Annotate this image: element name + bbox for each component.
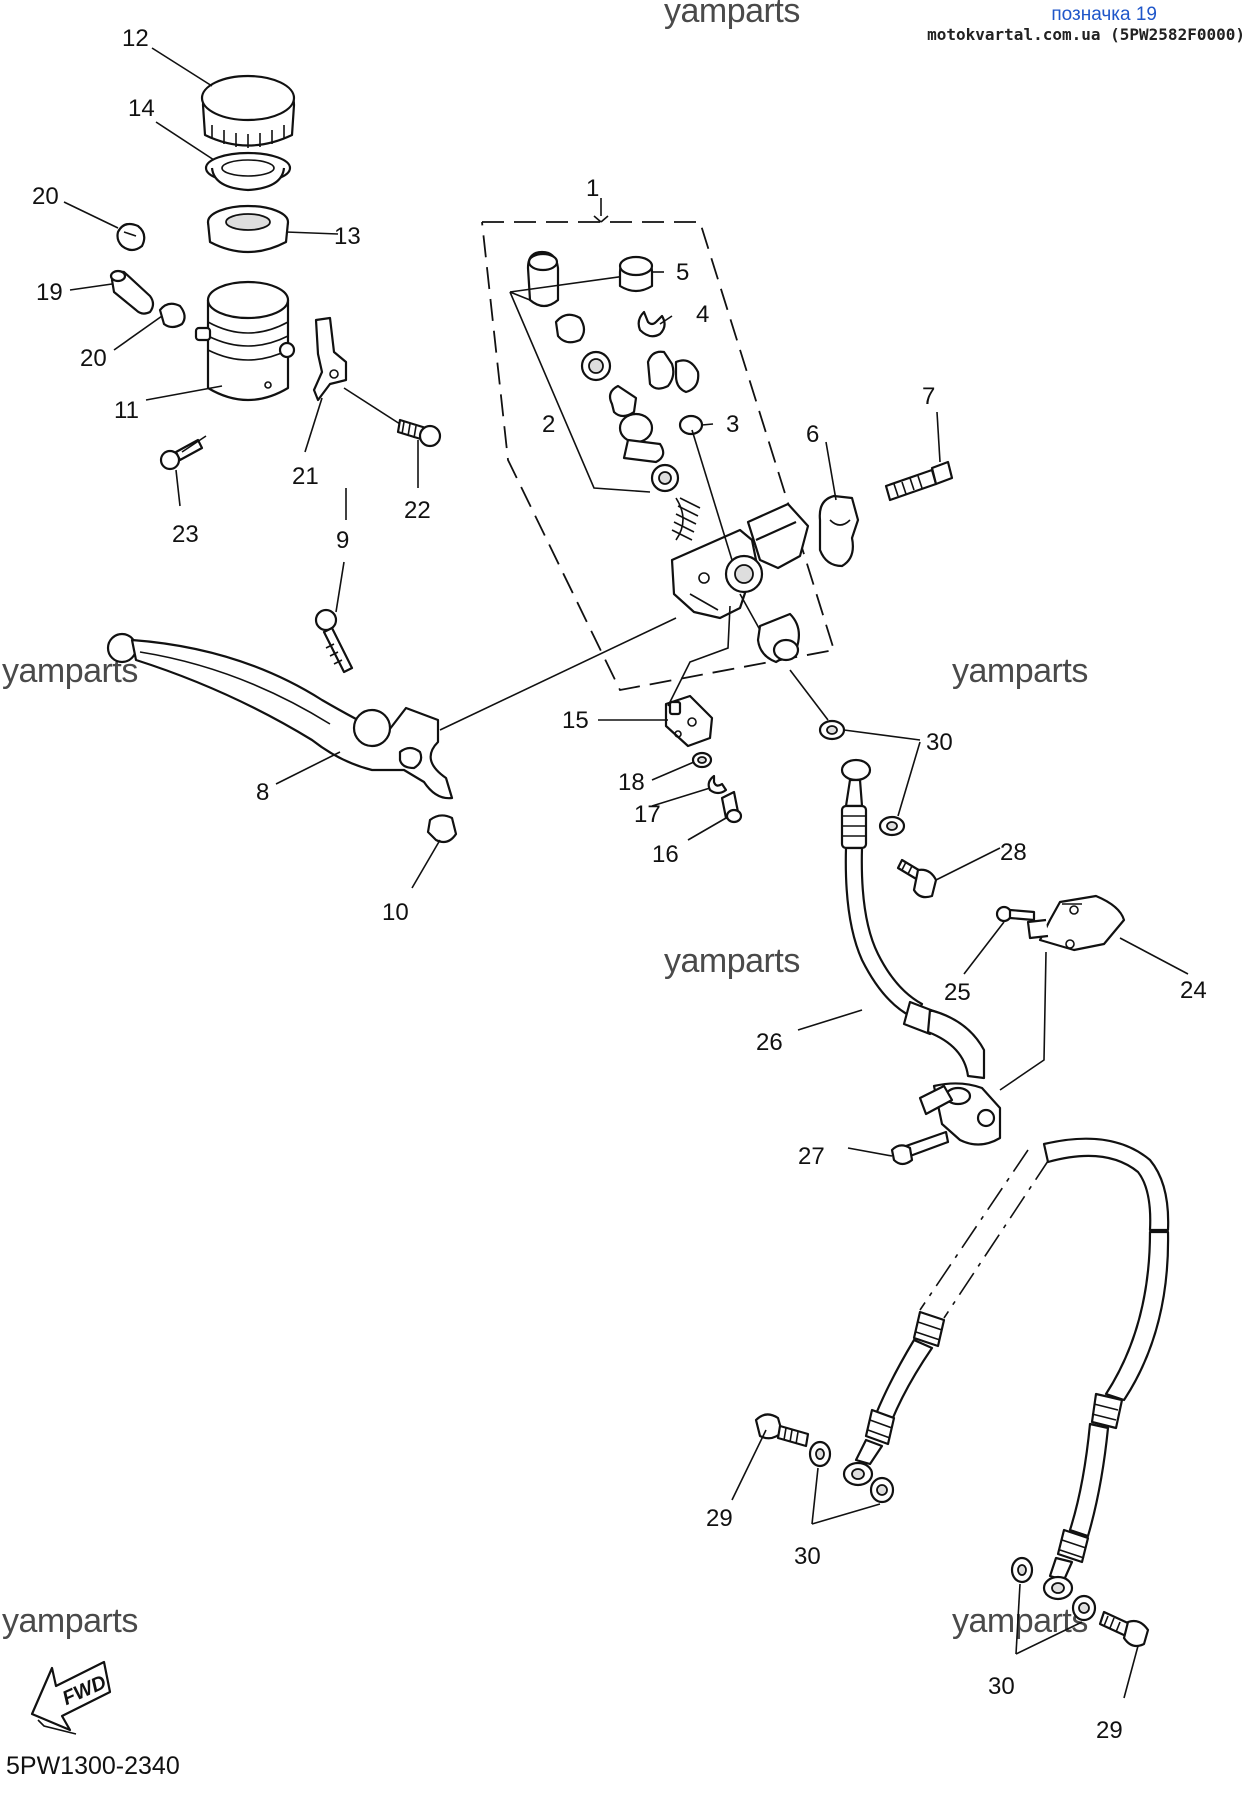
callout-30-upper[interactable]: 30 [926,729,953,756]
diaphragm-plate-part [206,204,290,254]
ball-part [678,414,704,436]
brake-lever-part [106,632,454,800]
holder-bolt-part [884,460,954,502]
callout-29-right[interactable]: 29 [1096,1717,1123,1744]
callout-4[interactable]: 4 [696,301,709,328]
hose-clip-lower-part [158,302,186,329]
fwd-arrow-icon: FWD [30,1660,112,1735]
diaphragm-part [204,151,292,192]
callout-27[interactable]: 27 [798,1143,825,1170]
brake-hose-lower-left [842,1149,1051,1487]
holder-part [818,494,860,568]
copper-washer-lower-4 [1071,1594,1097,1622]
watermark-bottom-left: yamparts [2,1602,138,1640]
brake-hose-1-part [840,758,986,1080]
callout-25[interactable]: 25 [944,979,971,1006]
reservoir-tank-part [194,280,296,402]
header-label: позначка 19 [1051,4,1157,25]
callout-17[interactable]: 17 [634,801,661,828]
callout-13[interactable]: 13 [334,223,361,250]
callout-24[interactable]: 24 [1180,977,1207,1004]
joint-bolt-part [890,1130,950,1166]
copper-washer-upper-1 [818,719,846,741]
brake-hose-joint [918,1082,1002,1146]
callout-18[interactable]: 18 [618,769,645,796]
callout-9[interactable]: 9 [336,527,349,554]
piston-assembly-bracket [509,273,651,493]
callout-22[interactable]: 22 [404,497,431,524]
piston-assembly-part [526,250,701,541]
callout-7[interactable]: 7 [922,383,935,410]
callout-2[interactable]: 2 [542,411,555,438]
callout-26[interactable]: 26 [756,1029,783,1056]
callout-5[interactable]: 5 [676,259,689,286]
hose-clip-upper-part [116,222,146,252]
callout-21[interactable]: 21 [292,463,319,490]
callout-labels: 1 2 3 4 5 6 7 8 9 10 11 12 13 14 15 16 1… [32,25,1207,1744]
lever-nut-part [426,814,458,844]
master-cylinder-body [670,502,810,664]
union-bolt-lower-left-part [754,1413,810,1448]
watermark-top: yamparts [664,0,800,30]
tank-screw-part [159,438,204,471]
piston-cup-part [646,350,700,394]
reservoir-bracket-part [312,316,348,402]
callout-19[interactable]: 19 [36,279,63,306]
leader-lines [63,47,1189,1699]
circlip-part [637,310,666,338]
callout-11[interactable]: 11 [114,397,139,424]
callout-29-left[interactable]: 29 [706,1505,733,1532]
callout-3[interactable]: 3 [726,411,739,438]
bracket-bolt-part [396,418,442,448]
union-bolt-upper-part [896,858,938,899]
callout-14[interactable]: 14 [128,95,155,122]
switch-washer-part [707,774,728,795]
copper-washer-lower-2 [869,1476,895,1504]
reservoir-hose-part [109,269,155,315]
watermark-bottom-right: yamparts [952,1602,1088,1640]
callout-8[interactable]: 8 [256,779,269,806]
callout-28[interactable]: 28 [1000,839,1027,866]
boot-part [618,255,654,293]
switch-collar-part [691,751,713,769]
callout-20-lower[interactable]: 20 [80,345,107,372]
callout-23[interactable]: 23 [172,521,199,548]
union-bolt-lower-right-part [1098,1610,1150,1648]
switch-screw-part [720,790,743,824]
copper-washer-lower-1 [808,1440,832,1468]
watermark-right: yamparts [952,652,1088,690]
callout-6[interactable]: 6 [806,421,819,448]
callout-12[interactable]: 12 [122,25,149,52]
brake-hose-lower-right [1042,1137,1170,1601]
callout-30-lower-right[interactable]: 30 [988,1673,1015,1700]
brake-switch-part [664,694,714,748]
diagram-code: 5PW1300-2340 [6,1752,180,1780]
copper-washer-lower-3 [1010,1556,1034,1584]
callout-30-lower-left[interactable]: 30 [794,1543,821,1570]
watermark-middle: yamparts [664,942,800,980]
callout-20-upper[interactable]: 20 [32,183,59,210]
reservoir-cap-part [200,74,296,148]
lever-bolt-part [314,608,354,674]
callout-15[interactable]: 15 [562,707,589,734]
holder-screw-part [995,905,1036,923]
hose-holder-part [1026,894,1126,952]
copper-washer-upper-2 [878,815,906,837]
callout-10[interactable]: 10 [382,899,409,926]
holder-guide-lines [999,951,1047,1091]
callout-16[interactable]: 16 [652,841,679,868]
callout-1[interactable]: 1 [586,175,599,202]
header-source: motokvartal.com.ua (5PW2582F0000) [927,25,1245,44]
master-cylinder-kit-boundary [481,198,836,692]
